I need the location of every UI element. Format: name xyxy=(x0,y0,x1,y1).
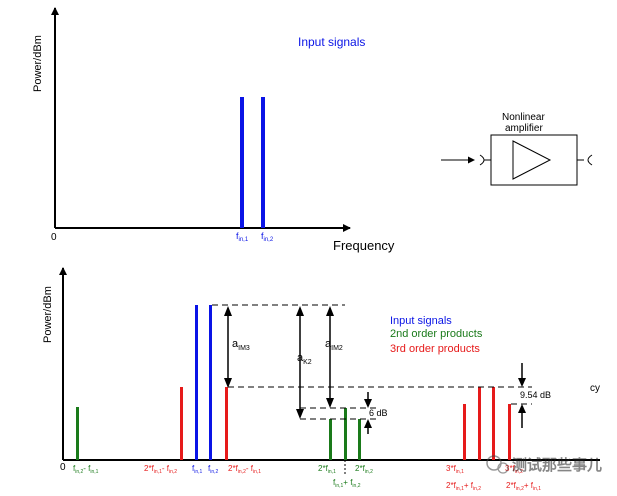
top-chart-title: Input signals xyxy=(298,35,365,49)
label-954db: 9.54 dB xyxy=(520,390,551,400)
arrow-6db-lower-head xyxy=(364,419,372,428)
tick-fin2-minus-fin1: fin,2- fin,1 xyxy=(73,464,99,475)
bar-3fin2 xyxy=(508,404,511,460)
bar-2fin2-plus-fin1 xyxy=(492,387,495,460)
top-x-axis-label: Frequency xyxy=(333,238,395,253)
amplifier-box xyxy=(490,134,578,186)
tick-2fin1-plus-fin2: 2*fin,1+ fin,2 xyxy=(446,481,481,492)
arrow-6db-upper-head xyxy=(364,399,372,408)
bar-fin2-minus-fin1 xyxy=(76,407,79,460)
amplifier-triangle-icon xyxy=(512,140,552,180)
arrow-aim3-head-down xyxy=(224,378,232,388)
bar-2fin1 xyxy=(329,419,332,460)
label-ak2: aK2 xyxy=(297,352,312,366)
tick-2fin1: 2*fin,1 xyxy=(318,464,336,475)
watermark-text: 测试那些事儿 xyxy=(512,456,602,474)
bar-3fin1 xyxy=(463,404,466,460)
top-bar-fin2 xyxy=(261,97,265,228)
top-chart: Power/dBm Frequency 0 Input signals fin,… xyxy=(32,7,395,253)
amplifier-input-port-icon xyxy=(479,154,485,166)
bar-2fin1-plus-fin2 xyxy=(478,387,481,460)
tick-fin1: fin,1 xyxy=(192,464,203,475)
tick-2fin1-minus-fin2: 2*fin,1- fin,2 xyxy=(144,464,177,475)
top-y-axis-label: Power/dBm xyxy=(32,35,44,92)
bar-fin1-plus-fin2 xyxy=(344,408,347,460)
arrow-aim2-head-down xyxy=(326,398,334,408)
arrow-aim2-head-up xyxy=(326,306,334,316)
label-aim2: aIM2 xyxy=(325,338,343,352)
arrow-ak2-head-up xyxy=(296,306,304,316)
bottom-y-axis-label: Power/dBm xyxy=(42,286,54,343)
bar-fin1 xyxy=(195,305,198,460)
top-tick-fin2: fin,2 xyxy=(261,231,274,243)
label-6db: 6 dB xyxy=(369,408,388,418)
amplifier-title-2: amplifier xyxy=(505,123,543,134)
tick-2fin2-minus-fin1: 2*fin,2- fin,1 xyxy=(228,464,261,475)
bottom-origin-label: 0 xyxy=(60,462,66,473)
arrow-954db-upper-head xyxy=(518,378,526,387)
tick-3fin1: 3*fin,1 xyxy=(446,464,464,475)
label-aim3: aIM3 xyxy=(232,338,250,352)
tick-fin1-plus-fin2: fin,1+ fin,2 xyxy=(333,478,361,489)
amplifier-title-1: Nonlinear xyxy=(502,112,545,123)
nonlinear-amplifier-block: Nonlinear amplifier xyxy=(441,112,593,186)
legend-3rd-order: 3rd order products xyxy=(390,343,480,355)
watermark-chat-icon-small xyxy=(497,462,509,474)
arrow-ak2-head-down xyxy=(296,409,304,419)
amplifier-output-port-icon xyxy=(587,154,593,166)
bar-2fin2-minus-fin1 xyxy=(225,387,228,460)
bar-2fin1-minus-fin2 xyxy=(180,387,183,460)
top-origin-label: 0 xyxy=(51,232,57,243)
bottom-x-axis-label-partial: cy xyxy=(590,383,600,394)
tick-2fin2: 2*fin,2 xyxy=(355,464,373,475)
legend-input-signals: Input signals xyxy=(390,315,452,327)
bottom-chart: Power/dBm 0 cy Input signals 2nd order p… xyxy=(42,267,600,492)
arrow-954db-lower-head xyxy=(518,404,526,413)
arrow-aim3-head-up xyxy=(224,306,232,316)
tick-fin2: fin,2 xyxy=(208,464,219,475)
bar-2fin2 xyxy=(358,419,361,460)
tick-2fin2-plus-fin1: 2*fin,2+ fin,1 xyxy=(506,481,541,492)
legend-2nd-order: 2nd order products xyxy=(390,328,483,340)
top-tick-fin1: fin,1 xyxy=(236,231,249,243)
tick-3fin2: 3*fin,2 xyxy=(505,464,523,475)
top-bar-fin1 xyxy=(240,97,244,228)
bar-fin2 xyxy=(209,305,212,460)
watermark: 测试那些事儿 xyxy=(486,455,602,474)
